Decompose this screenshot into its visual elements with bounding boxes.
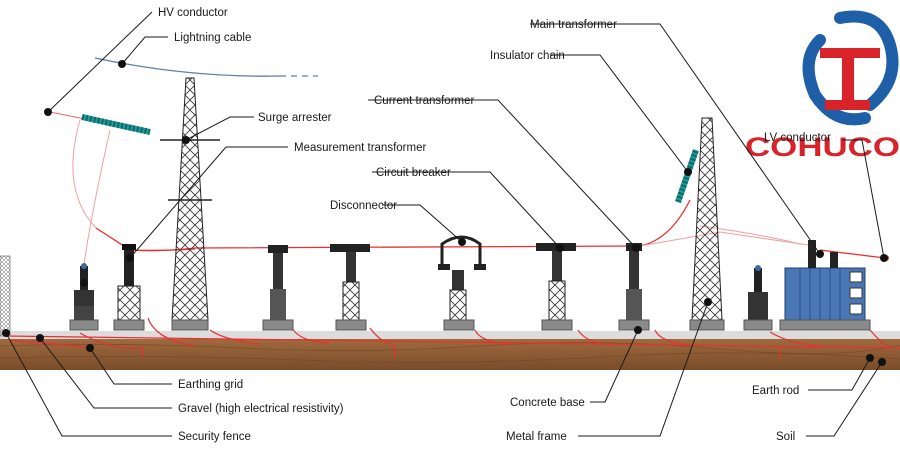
label-metal-frame: Metal frame: [506, 431, 567, 443]
left-insulator-chain: [81, 114, 151, 135]
label-earthing-grid: Earthing grid: [178, 379, 243, 391]
lattice-tower-right: [689, 117, 725, 331]
cohuco-logo: COHUCO: [745, 10, 900, 162]
lightning-cable: [94, 57, 281, 77]
surge-arrester: [69, 263, 99, 331]
label-lightning-cable: Lightning cable: [174, 32, 251, 44]
label-hv-conductor: HV conductor: [158, 7, 228, 19]
current-transformer: [618, 243, 650, 331]
label-gravel: Gravel (high electrical resistivity): [178, 403, 344, 415]
soil-layer: [0, 338, 900, 370]
label-main-transformer: Main transformer: [530, 19, 617, 31]
security-fence: [0, 255, 11, 337]
label-disconnector: Disconnector: [330, 200, 397, 212]
label-circuit-breaker: Circuit breaker: [376, 167, 451, 179]
disconnector: [438, 235, 486, 331]
label-earth-rod: Earth rod: [752, 385, 799, 397]
insulator-chain: [675, 149, 699, 203]
right-surge-arrester: [743, 265, 773, 331]
earthing-grid: [4, 317, 900, 360]
label-concrete-base: Concrete base: [510, 397, 585, 409]
label-lv-conductor: LV conductor: [764, 132, 831, 144]
measurement-transformer: [113, 244, 145, 331]
label-current-transformer: Current transformer: [374, 95, 475, 107]
label-security-fence: Security fence: [178, 431, 251, 443]
circuit-breaker: [536, 243, 576, 331]
gravel-layer: [0, 331, 900, 339]
logo-text: COHUCO: [745, 132, 900, 162]
label-insulator-chain: Insulator chain: [490, 50, 565, 62]
label-soil: Soil: [776, 431, 795, 443]
label-measurement-transformer: Measurement transformer: [294, 142, 426, 154]
main-transformer: [779, 240, 871, 331]
lattice-tower-left: [160, 77, 220, 331]
support-insulator-2: [330, 244, 370, 331]
label-surge-arrester: Surge arrester: [258, 112, 332, 124]
support-insulator-1: [262, 245, 294, 331]
